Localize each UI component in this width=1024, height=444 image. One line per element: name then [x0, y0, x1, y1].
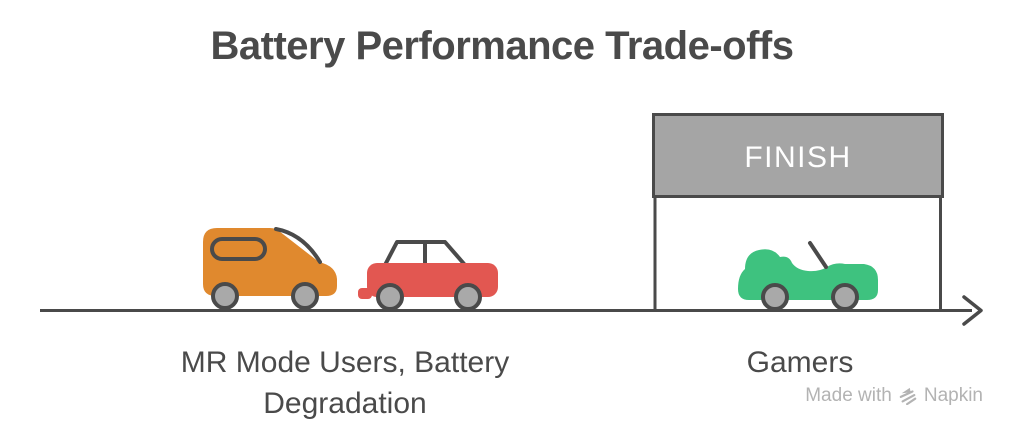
convertible-car-icon: [738, 241, 878, 311]
page-title: Battery Performance Trade-offs: [210, 24, 794, 68]
finish-label: FINISH: [744, 141, 851, 174]
convertible-wheel-rear: [761, 283, 789, 311]
napkin-logo-stripe-3: [905, 397, 917, 405]
sedan-wheel-rear: [376, 283, 404, 311]
van-wheel-rear: [211, 282, 239, 310]
convertible-wheel-front: [831, 283, 859, 311]
van-wheel-front: [291, 282, 319, 310]
watermark-prefix: Made with: [805, 385, 892, 406]
convertible-windshield: [808, 241, 828, 269]
napkin-logo-flag: [901, 387, 911, 394]
label-line-2: Degradation: [263, 387, 427, 420]
sedan-wheel-front: [454, 283, 482, 311]
van-window: [210, 237, 267, 261]
van-icon: [203, 227, 337, 310]
napkin-watermark: Made with Napkin: [805, 385, 983, 407]
van-body: [203, 228, 337, 296]
arrow-head-icon: [962, 295, 983, 326]
label-line-1: MR Mode Users, Battery: [180, 346, 510, 379]
finish-gate: FINISH: [652, 113, 944, 310]
label-gamers: Gamers: [700, 342, 900, 383]
sedan-roof: [383, 240, 467, 267]
napkin-logo-stripe-1: [899, 390, 914, 398]
napkin-logo-icon: [899, 387, 917, 405]
label-line-1: Gamers: [746, 346, 854, 379]
van-windshield: [274, 227, 322, 264]
sedan-car-icon: [358, 240, 498, 311]
label-mr-mode-users: MR Mode Users, Battery Degradation: [120, 342, 570, 424]
finish-banner: [652, 113, 944, 198]
watermark-brand: Napkin: [923, 385, 983, 406]
napkin-logo-stripe-2: [901, 394, 916, 403]
